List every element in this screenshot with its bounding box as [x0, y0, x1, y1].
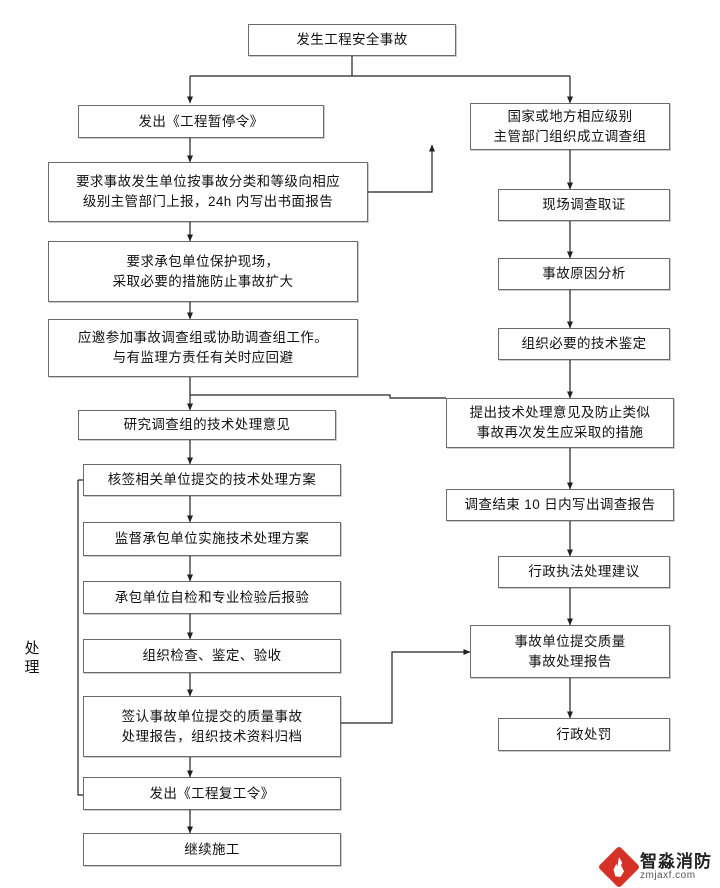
- node-n4[interactable]: 要求事故发生单位按事故分类和等级向相应 级别主管部门上报，24h 内写出书面报告: [48, 162, 368, 222]
- node-line: 核签相关单位提交的技术处理方案: [107, 472, 317, 488]
- watermark-name: 智淼消防: [640, 851, 712, 871]
- node-line: 提出技术处理意见及防止类似: [469, 405, 651, 421]
- node-line: 监督承包单位实施技术处理方案: [114, 531, 310, 547]
- node-n10[interactable]: 研究调查组的技术处理意见: [78, 410, 336, 440]
- node-n15[interactable]: 行政执法处理建议: [498, 556, 670, 588]
- node-line: 要求事故发生单位按事故分类和等级向相应: [75, 174, 341, 190]
- watermark-site: zmjaxf.com: [640, 869, 696, 881]
- node-n1[interactable]: 发生工程安全事故: [248, 24, 456, 56]
- node-line: 研究调查组的技术处理意见: [123, 417, 291, 433]
- node-line: 主管部门组织成立调查组: [493, 128, 647, 144]
- node-line: 继续施工: [184, 841, 240, 857]
- node-line: 事故再次发生应采取的措施: [476, 425, 644, 440]
- node-n7[interactable]: 事故原因分析: [498, 258, 670, 290]
- node-line: 调查结束 10 日内写出调查报告: [464, 497, 656, 513]
- watermark-flame-icon: [597, 845, 641, 888]
- process-side-label: 处理: [24, 640, 40, 676]
- node-n21[interactable]: 发出《工程复工令》: [83, 777, 341, 810]
- node-n5[interactable]: 现场调查取证: [498, 189, 670, 221]
- node-line: 发生工程安全事故: [296, 32, 408, 48]
- watermark: 智淼消防 zmjaxf.com: [597, 845, 712, 888]
- node-line: 与有监理方责任有关时应回避: [112, 350, 294, 365]
- node-line: 组织必要的技术鉴定: [521, 336, 647, 352]
- node-line: 现场调查取证: [542, 197, 626, 213]
- node-line: 行政执法处理建议: [528, 564, 640, 580]
- node-n2[interactable]: 发出《工程暂停令》: [78, 105, 324, 138]
- node-line: 采取必要的措施防止事故扩大: [112, 273, 294, 289]
- node-line: 发出《工程暂停令》: [138, 113, 264, 129]
- node-n11[interactable]: 提出技术处理意见及防止类似 事故再次发生应采取的措施: [446, 398, 674, 448]
- node-line: 应邀参加事故调查组或协助调查组工作。: [77, 330, 329, 346]
- node-line: 组织检查、鉴定、验收: [142, 648, 282, 664]
- node-n12[interactable]: 核签相关单位提交的技术处理方案: [83, 464, 341, 496]
- node-n18[interactable]: 组织检查、鉴定、验收: [83, 639, 341, 673]
- node-n16[interactable]: 承包单位自检和专业检验后报验: [83, 581, 341, 614]
- node-line: 承包单位自检和专业检验后报验: [114, 589, 310, 605]
- node-line: 处理报告，组织技术资料归档: [121, 728, 303, 744]
- node-line: 事故处理报告: [528, 653, 612, 669]
- node-line: 发出《工程复工令》: [149, 785, 275, 801]
- node-n3[interactable]: 国家或地方相应级别 主管部门组织成立调查组: [470, 103, 670, 150]
- node-line: 事故单位提交质量: [514, 633, 626, 649]
- node-n13[interactable]: 调查结束 10 日内写出调查报告: [446, 489, 674, 521]
- node-n14[interactable]: 监督承包单位实施技术处理方案: [83, 522, 341, 556]
- node-n22[interactable]: 继续施工: [83, 833, 341, 866]
- node-line: 要求承包单位保护现场，: [126, 253, 280, 269]
- node-n9[interactable]: 组织必要的技术鉴定: [498, 328, 670, 360]
- node-n6[interactable]: 要求承包单位保护现场， 采取必要的措施防止事故扩大: [48, 241, 358, 302]
- node-line: 签认事故单位提交的质量事故: [121, 708, 303, 724]
- node-line: 国家或地方相应级别: [507, 108, 633, 124]
- node-n8[interactable]: 应邀参加事故调查组或协助调查组工作。 与有监理方责任有关时应回避: [48, 319, 358, 377]
- node-line: 级别主管部门上报，24h 内写出书面报告: [82, 194, 334, 209]
- node-n17[interactable]: 事故单位提交质量 事故处理报告: [470, 625, 670, 678]
- node-line: 事故原因分析: [542, 266, 626, 282]
- node-n20[interactable]: 行政处罚: [498, 718, 670, 751]
- node-n19[interactable]: 签认事故单位提交的质量事故 处理报告，组织技术资料归档: [83, 696, 341, 757]
- node-line: 行政处罚: [556, 726, 612, 742]
